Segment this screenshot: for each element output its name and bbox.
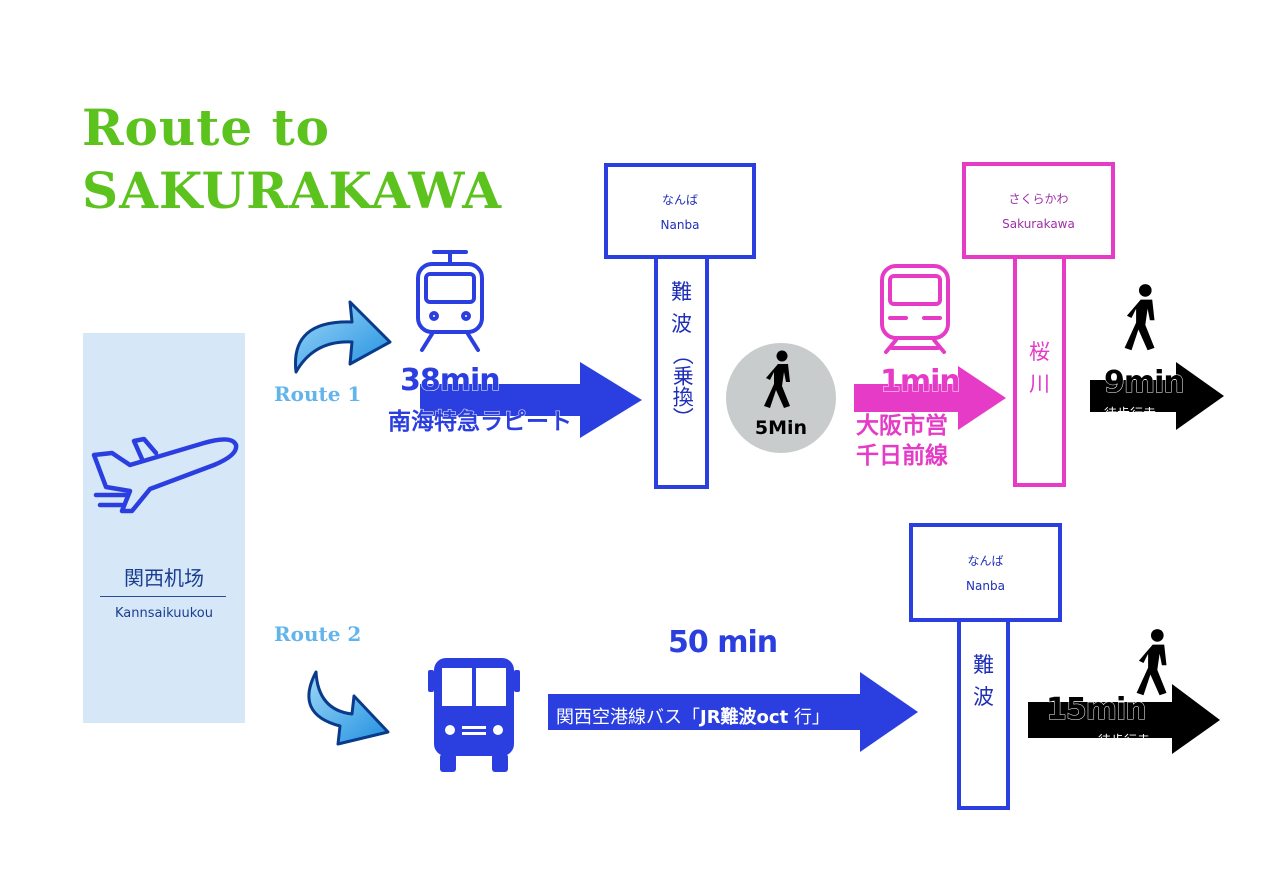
route-2-bus-arrow <box>548 672 918 752</box>
nanba-kana-1: なんば <box>661 192 698 207</box>
nanba-sign-post-1: 難 波 （乗換） <box>654 255 709 489</box>
route-1-walk-arrow <box>1090 362 1224 430</box>
walking-person-icon <box>1124 284 1155 351</box>
route-1-train-name: 南海特急ラピート <box>388 409 573 436</box>
transfer-note: （乗換） <box>670 344 695 428</box>
route-1-label: Route 1 <box>274 382 362 406</box>
airport-name-en: Kannsaikuukou <box>115 606 213 621</box>
nanba-kanji-2-1: 難 <box>973 653 994 677</box>
subway-icon <box>880 264 950 354</box>
nanba-kanji-2-2: 波 <box>973 684 994 709</box>
airplane-icon <box>91 436 239 514</box>
nanba-sign-board-2: なんば Nanba <box>909 523 1062 622</box>
nanba-romaji-1: Nanba <box>660 217 700 232</box>
route-1-walk-note: 徒步行走 <box>1104 407 1157 422</box>
route-1-subway-line2: 千日前線 <box>856 443 949 470</box>
walking-person-icon <box>1136 629 1167 696</box>
nanba-kana-2: なんば <box>967 554 1004 568</box>
route-1-train-time: 38min <box>400 363 502 399</box>
sakurakawa-kanji-1: 桜 <box>1029 340 1050 364</box>
nanba-sign-post-2: 難 波 <box>957 618 1010 810</box>
curved-arrow-icon <box>293 300 392 374</box>
nanba-sign-board-1: なんば Nanba <box>604 163 756 259</box>
nanba-romaji-2: Nanba <box>966 579 1005 593</box>
curved-arrow-down-icon <box>307 670 390 746</box>
route-2-bus-time: 50 min <box>667 625 778 661</box>
route-2-walk-arrow <box>1028 684 1220 754</box>
nanba-kanji-1: 難 <box>671 280 692 304</box>
sakurakawa-sign-post: 桜 川 <box>1013 255 1066 487</box>
route-1-subway-arrow <box>854 366 1006 430</box>
route-1-walk-time: 9min <box>1104 365 1186 401</box>
route-2-bus-name: 関西空港線バス「JR難波oct 行」 <box>556 707 830 728</box>
sakurakawa-kana: さくらかわ <box>1008 192 1069 206</box>
sakurakawa-romaji: Sakurakawa <box>1002 217 1075 231</box>
route-2-walk-time: 15min <box>1046 692 1148 728</box>
nanba-kanji-2: 波 <box>671 311 692 336</box>
route-1-subway-time: 1min <box>880 364 962 400</box>
route-2-label: Route 2 <box>274 622 362 646</box>
train-icon <box>416 250 484 352</box>
route-1-subway-line1: 大阪市営 <box>856 413 949 440</box>
title-line-2: SAKURAKAWA <box>82 161 503 220</box>
route-2-walk-note: 徒步行走 <box>1098 734 1151 749</box>
sakurakawa-kanji-2: 川 <box>1029 371 1050 396</box>
walking-person-icon <box>764 350 790 408</box>
sakurakawa-sign-board: さくらかわ Sakurakawa <box>962 162 1115 259</box>
title-line-1: Route to <box>82 98 331 157</box>
route-1-train-arrow <box>420 362 642 438</box>
airport-name-jp: 関西机场 <box>124 566 204 590</box>
airport-divider <box>100 596 226 597</box>
walk-time: 5Min <box>754 417 808 439</box>
bus-icon <box>428 658 520 772</box>
airport-panel <box>83 333 245 723</box>
